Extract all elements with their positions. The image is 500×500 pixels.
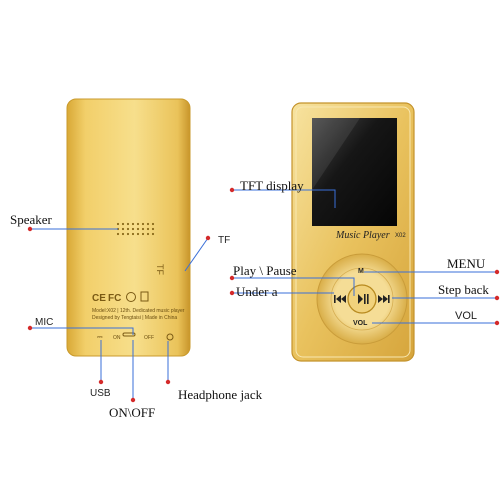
- label-on-off: ON\OFF: [109, 405, 156, 420]
- model-badge: X02: [395, 233, 406, 239]
- label-menu: MENU: [447, 256, 486, 271]
- vol-key-label: VOL: [353, 320, 368, 327]
- label-vol: VOL: [455, 310, 478, 322]
- brand-logo-text: Music Player: [336, 230, 390, 241]
- leader-dots: [27, 187, 500, 403]
- certification-marks: CE FC: [92, 291, 149, 304]
- previous-icon: [334, 295, 346, 303]
- model-line-1: Model:X02 | 12th. Dedicated music player: [92, 308, 185, 314]
- bottom-port-marks: [122, 332, 174, 341]
- usb-port-icon: ⎓: [97, 333, 103, 341]
- svg-text:FC: FC: [108, 293, 121, 304]
- front-device: [291, 102, 415, 362]
- switch-on-label: ON: [113, 335, 121, 341]
- back-device: CE FC: [66, 98, 191, 357]
- tf-slot-label: TF: [155, 264, 165, 275]
- label-usb: USB: [90, 388, 111, 399]
- tf-leader: [184, 237, 209, 272]
- mic-leader: [30, 327, 134, 335]
- model-line-2: Designed by Tengtaisi | Made in China: [92, 315, 178, 321]
- label-tf: TF: [218, 235, 231, 246]
- speaker-grille: [116, 222, 155, 236]
- label-tft-display: TFT display: [240, 178, 304, 193]
- tft-screen: [312, 118, 397, 226]
- label-headphone-jack: Headphone jack: [178, 387, 263, 402]
- label-play-pause: Play \ Pause: [233, 263, 297, 278]
- back-device-body: [66, 98, 191, 357]
- label-mic: MIC: [35, 317, 54, 328]
- next-icon: [378, 295, 390, 303]
- label-speaker: Speaker: [10, 212, 52, 227]
- m-key-label: M: [358, 268, 364, 275]
- play-pause-leader: [232, 277, 355, 296]
- leader-lines: [30, 189, 497, 400]
- tft-leader: [232, 189, 336, 208]
- switch-off-label: OFF: [144, 335, 154, 341]
- label-under-a: Under a: [236, 284, 278, 299]
- label-step-back: Step back: [438, 282, 489, 297]
- svg-text:CE: CE: [92, 293, 106, 304]
